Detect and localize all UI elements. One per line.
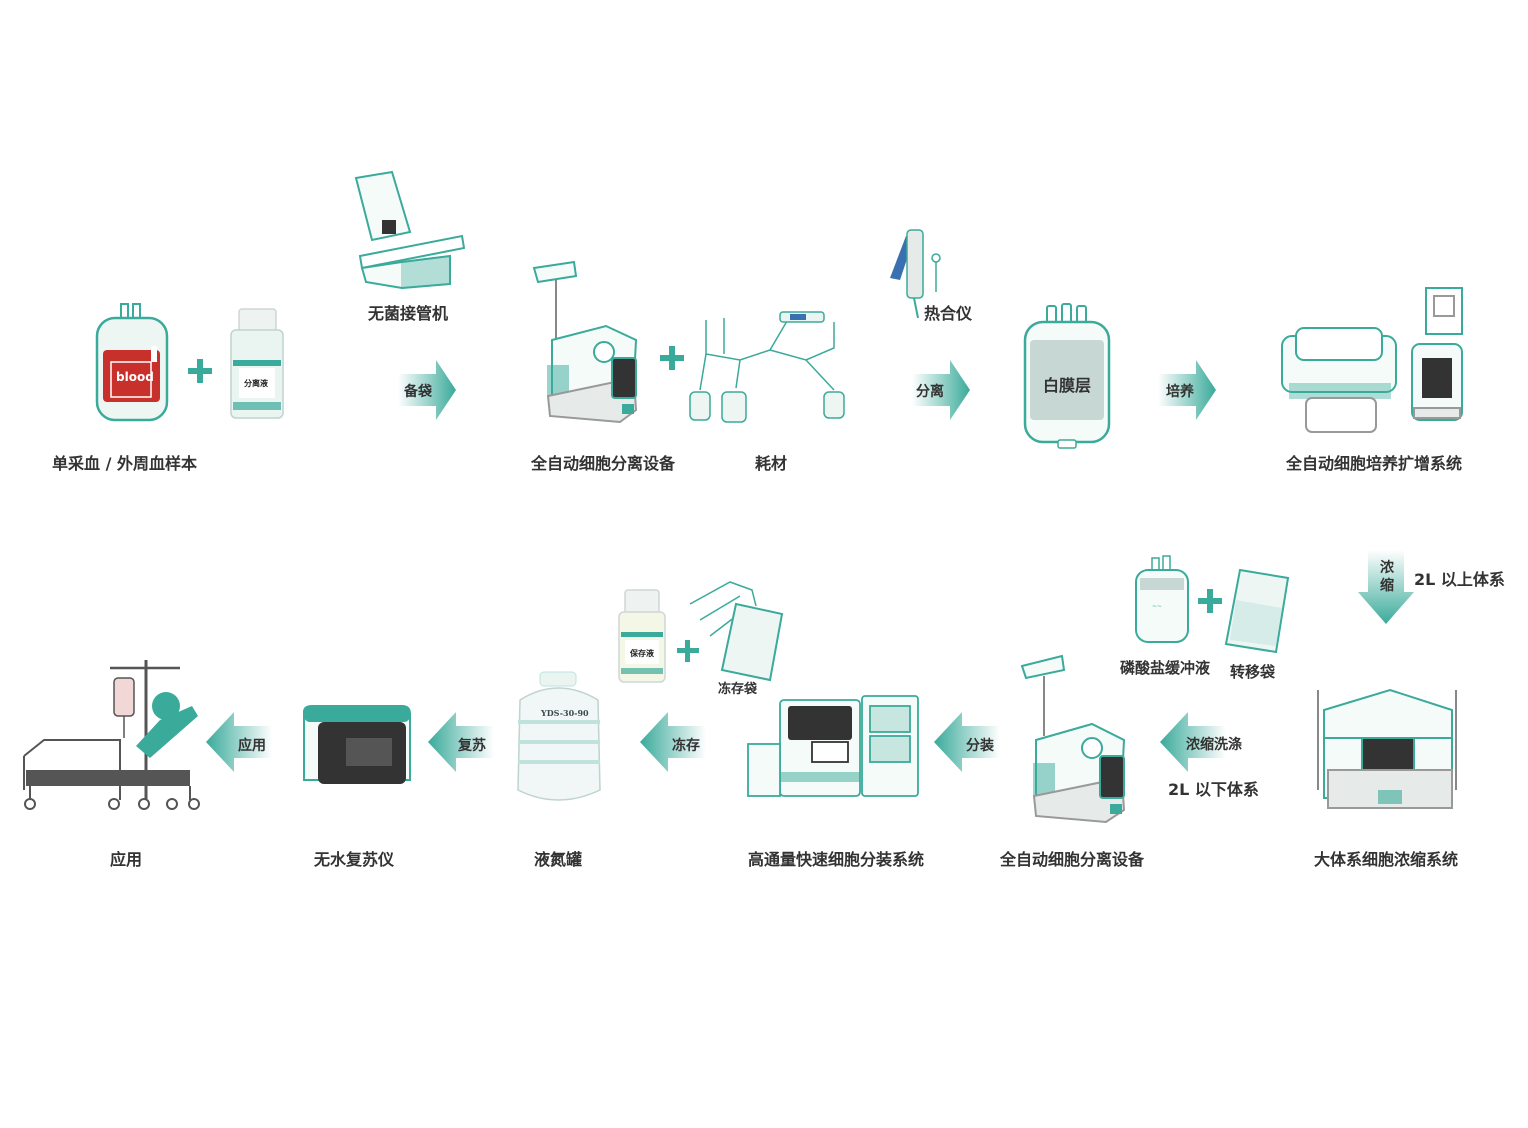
preservation-bottle-icon: 保存液 (618, 589, 666, 683)
separation-device-icon-2 (1020, 654, 1126, 824)
arrow-thaw (428, 712, 494, 772)
preservation-fluid-text: 保存液 (629, 648, 654, 658)
tank-model-text: YDS-30-90 (540, 708, 589, 718)
blood-label: blood (116, 370, 154, 384)
arrow-concentrate-wash (1160, 712, 1226, 772)
plus-icon (660, 346, 684, 370)
label-transfer-bag: 转移袋 (1230, 663, 1276, 681)
arrow-label-dispense: 分装 (966, 738, 994, 754)
buffy-coat-bag-icon (1023, 303, 1111, 449)
ln2-tank-icon: YDS-30-90 (517, 671, 601, 801)
label-blood-sample: 单采血 / 外周血样本 (52, 454, 197, 473)
thaw-device-icon (303, 705, 411, 784)
arrow-label-culture: 培养 (1166, 384, 1194, 400)
label-application: 应用 (110, 850, 143, 869)
consumables-icon (689, 311, 845, 423)
label-separation-device-2: 全自动细胞分离设备 (1000, 850, 1145, 869)
separation-fluid-text: 分离液 (244, 378, 268, 388)
label-ln2-tank: 液氮罐 (534, 850, 583, 869)
arrow-freeze (640, 712, 706, 772)
arrow-label-freeze: 冻存 (672, 738, 700, 754)
separation-fluid-bottle-icon: 分离液 (230, 308, 284, 419)
label-separation-device-1: 全自动细胞分离设备 (531, 454, 676, 473)
label-heat-sealer: 热合仪 (924, 304, 973, 323)
plus-icon (1198, 589, 1222, 613)
arrow-separate (912, 360, 970, 420)
label-pbs: 磷酸盐缓冲液 (1120, 659, 1211, 677)
label-filling-system: 高通量快速细胞分装系统 (748, 850, 925, 869)
freeze-bag-icon (689, 581, 784, 682)
arrow-label-thaw: 复苏 (458, 738, 486, 754)
label-sterile-welder: 无菌接管机 (368, 304, 449, 323)
label-culture-system: 全自动细胞培养扩增系统 (1286, 454, 1463, 473)
arrow-culture (1158, 360, 1216, 420)
sterile-welder-icon (354, 170, 466, 290)
arrow-dispense (934, 712, 1000, 772)
label-thaw-device: 无水复苏仪 (314, 850, 395, 869)
heat-sealer-icon (890, 229, 941, 319)
separation-device-icon-1 (532, 260, 638, 424)
concentration-system-icon (1317, 688, 1457, 809)
arrow-label-concentrate-top: 浓 (1380, 560, 1394, 576)
culture-system-icon (1281, 287, 1463, 433)
label-concentration-system: 大体系细胞浓缩系统 (1314, 850, 1459, 869)
label-volume-below: 2L 以下体系 (1168, 780, 1259, 799)
plus-icon (188, 359, 212, 383)
label-buffy-coat: 白膜层 (1043, 376, 1092, 395)
arrow-label-concentrate-wash: 浓缩洗涤 (1186, 737, 1242, 753)
plus-icon (677, 640, 699, 662)
blood-bag-icon: blood (95, 303, 169, 422)
pbs-bag-icon: ~~ (1135, 555, 1189, 643)
arrow-label-prepare-bag: 备袋 (404, 384, 432, 400)
svg-text:~~: ~~ (1152, 603, 1162, 610)
hospital-bed-icon (23, 660, 200, 810)
label-consumables: 耗材 (755, 454, 788, 473)
arrow-apply (206, 712, 272, 772)
label-volume-above: 2L 以上体系 (1414, 570, 1505, 589)
arrow-concentrate (1358, 550, 1414, 624)
arrow-label-separate: 分离 (916, 384, 944, 400)
arrow-label-concentrate-bottom: 缩 (1380, 578, 1394, 594)
arrow-label-apply: 应用 (238, 738, 266, 754)
label-freeze-bag: 冻存袋 (718, 682, 758, 697)
arrow-prepare-bag (398, 360, 456, 420)
transfer-bag-icon (1224, 568, 1290, 654)
filling-system-icon (747, 695, 919, 797)
